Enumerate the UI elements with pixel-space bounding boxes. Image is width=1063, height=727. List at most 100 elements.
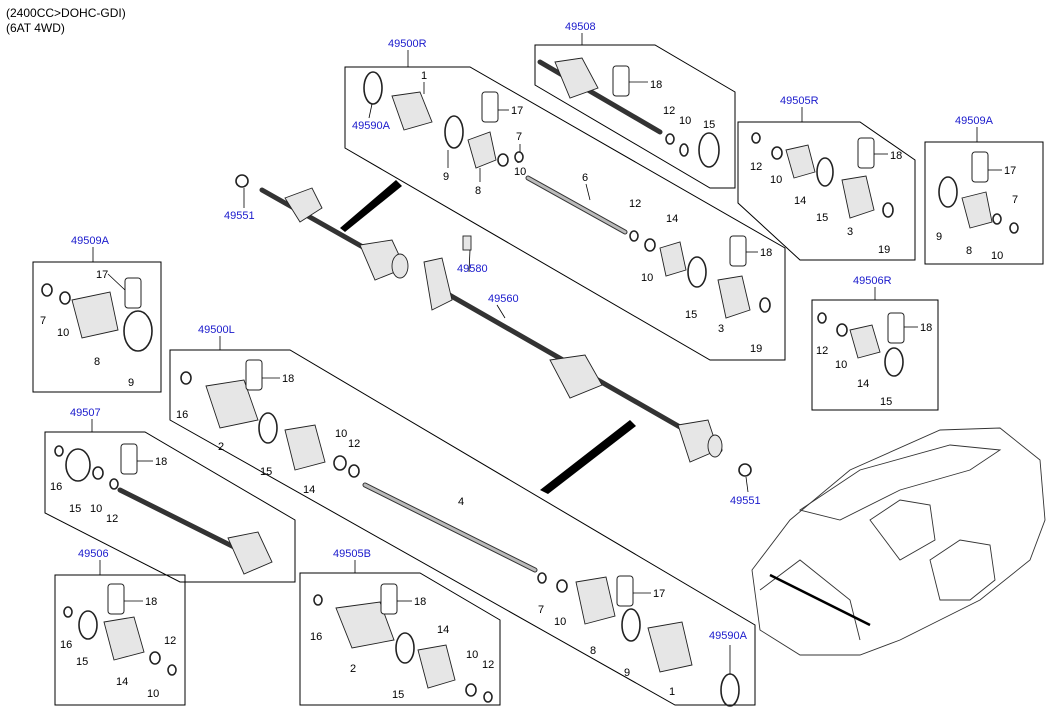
ref-49500L[interactable]: 49500L bbox=[198, 324, 235, 336]
part-label: 14 bbox=[666, 213, 678, 225]
part-label: 12 bbox=[164, 635, 176, 647]
frame-49505R bbox=[737, 121, 916, 261]
part-label: 10 bbox=[641, 272, 653, 284]
part-label: 10 bbox=[679, 115, 691, 127]
ref-49560[interactable]: 49560 bbox=[488, 293, 519, 305]
part-label: 10 bbox=[90, 503, 102, 515]
part-label: 10 bbox=[466, 649, 478, 661]
part-label: 7 bbox=[40, 315, 46, 327]
transmission-spec-line: (6AT 4WD) bbox=[6, 21, 65, 35]
cv-joint-icon bbox=[205, 91, 875, 673]
part-label: 8 bbox=[966, 245, 972, 257]
ref-49509A-left[interactable]: 49509A bbox=[71, 235, 110, 247]
front-right-drive-shaft bbox=[259, 187, 409, 281]
part-label: 8 bbox=[475, 185, 481, 197]
part-label: 12 bbox=[482, 659, 494, 671]
drive-shaft-6 bbox=[525, 175, 628, 235]
frame-49508 bbox=[534, 44, 736, 189]
ref-49500R[interactable]: 49500R bbox=[388, 38, 427, 50]
ref-49551-lower[interactable]: 49551 bbox=[730, 495, 761, 507]
frame-49500L bbox=[169, 349, 756, 706]
leader-lines bbox=[107, 81, 1002, 674]
ref-49506[interactable]: 49506 bbox=[78, 548, 109, 560]
part-label: 10 bbox=[835, 359, 847, 371]
engine-spec-line: (2400CC>DOHC-GDI) bbox=[6, 6, 126, 20]
ref-49551-upper[interactable]: 49551 bbox=[224, 210, 255, 222]
rear-drive-shaft-49560 bbox=[423, 257, 723, 463]
part-label: 12 bbox=[629, 198, 641, 210]
part-label: 17 bbox=[96, 269, 108, 281]
part-label: 10 bbox=[991, 250, 1003, 262]
part-label: 3 bbox=[847, 226, 853, 238]
black-arrow-upper bbox=[340, 180, 402, 232]
frame-49506 bbox=[54, 574, 186, 706]
vehicle-icon bbox=[751, 427, 1046, 656]
part-label: 1 bbox=[421, 70, 427, 82]
frame-49509A-left bbox=[32, 261, 162, 393]
part-label: 10 bbox=[514, 166, 526, 178]
ref-49590A-lower[interactable]: 49590A bbox=[709, 630, 748, 642]
part-label: 2 bbox=[350, 663, 356, 675]
part-label: 3 bbox=[718, 323, 724, 335]
clamp-ring-icon bbox=[65, 71, 958, 707]
ref-49580[interactable]: 49580 bbox=[457, 263, 488, 275]
ref-49505B[interactable]: 49505B bbox=[333, 548, 371, 560]
reference-callouts: 49500R 49508 49505R 49509A 49506R 49509A… bbox=[70, 21, 994, 642]
frame-49505B bbox=[299, 572, 501, 706]
part-label: 7 bbox=[1012, 194, 1018, 206]
ref-49505R[interactable]: 49505R bbox=[780, 95, 819, 107]
part-label: 18 bbox=[650, 79, 662, 91]
small-washer-icon bbox=[41, 132, 1019, 703]
shaft-49507 bbox=[117, 487, 273, 575]
part-label: 19 bbox=[878, 244, 890, 256]
black-arrow-lower bbox=[540, 420, 636, 494]
part-label: 6 bbox=[582, 172, 588, 184]
part-label: 15 bbox=[69, 503, 81, 515]
part-label: 14 bbox=[437, 624, 449, 636]
part-label: 15 bbox=[685, 309, 697, 321]
part-label: 14 bbox=[857, 378, 869, 390]
part-label: 12 bbox=[106, 513, 118, 525]
ref-49508[interactable]: 49508 bbox=[565, 21, 596, 33]
shaft-49508 bbox=[537, 57, 663, 135]
ref-49509A-right[interactable]: 49509A bbox=[955, 115, 994, 127]
part-label: 7 bbox=[516, 131, 522, 143]
part-label: 9 bbox=[443, 171, 449, 183]
part-label: 15 bbox=[880, 396, 892, 408]
part-label: 16 bbox=[60, 639, 72, 651]
ref-49507[interactable]: 49507 bbox=[70, 407, 101, 419]
part-label: 16 bbox=[310, 631, 322, 643]
part-label: 14 bbox=[303, 484, 315, 496]
part-label: 18 bbox=[890, 150, 902, 162]
part-label: 12 bbox=[816, 345, 828, 357]
part-label: 15 bbox=[816, 212, 828, 224]
part-label: 16 bbox=[50, 481, 62, 493]
part-label: 9 bbox=[936, 231, 942, 243]
part-label: 4 bbox=[458, 496, 464, 508]
grease-tube-icon bbox=[107, 65, 989, 615]
part-label: 16 bbox=[176, 409, 188, 421]
part-label: 18 bbox=[920, 322, 932, 334]
part-label: 12 bbox=[750, 161, 762, 173]
boot-icon bbox=[71, 131, 993, 689]
part-label: 15 bbox=[392, 689, 404, 701]
frame-49500R bbox=[344, 66, 786, 361]
ref-49590A-upper[interactable]: 49590A bbox=[352, 120, 391, 132]
part-label: 9 bbox=[624, 667, 630, 679]
part-label: 10 bbox=[57, 327, 69, 339]
part-label: 17 bbox=[511, 105, 523, 117]
part-label: 15 bbox=[703, 119, 715, 131]
part-label: 12 bbox=[348, 438, 360, 450]
part-label: 17 bbox=[653, 588, 665, 600]
part-label: 1 bbox=[669, 686, 675, 698]
part-label: 15 bbox=[76, 656, 88, 668]
frame-49507 bbox=[44, 431, 296, 583]
part-label: 7 bbox=[538, 604, 544, 616]
part-label: 12 bbox=[663, 105, 675, 117]
ref-49506R[interactable]: 49506R bbox=[853, 275, 892, 287]
part-label: 18 bbox=[145, 596, 157, 608]
part-label: 18 bbox=[414, 596, 426, 608]
part-label: 2 bbox=[218, 441, 224, 453]
part-labels: 1 17 9 8 7 10 6 18 12 10 15 12 14 18 10 … bbox=[40, 70, 1018, 701]
